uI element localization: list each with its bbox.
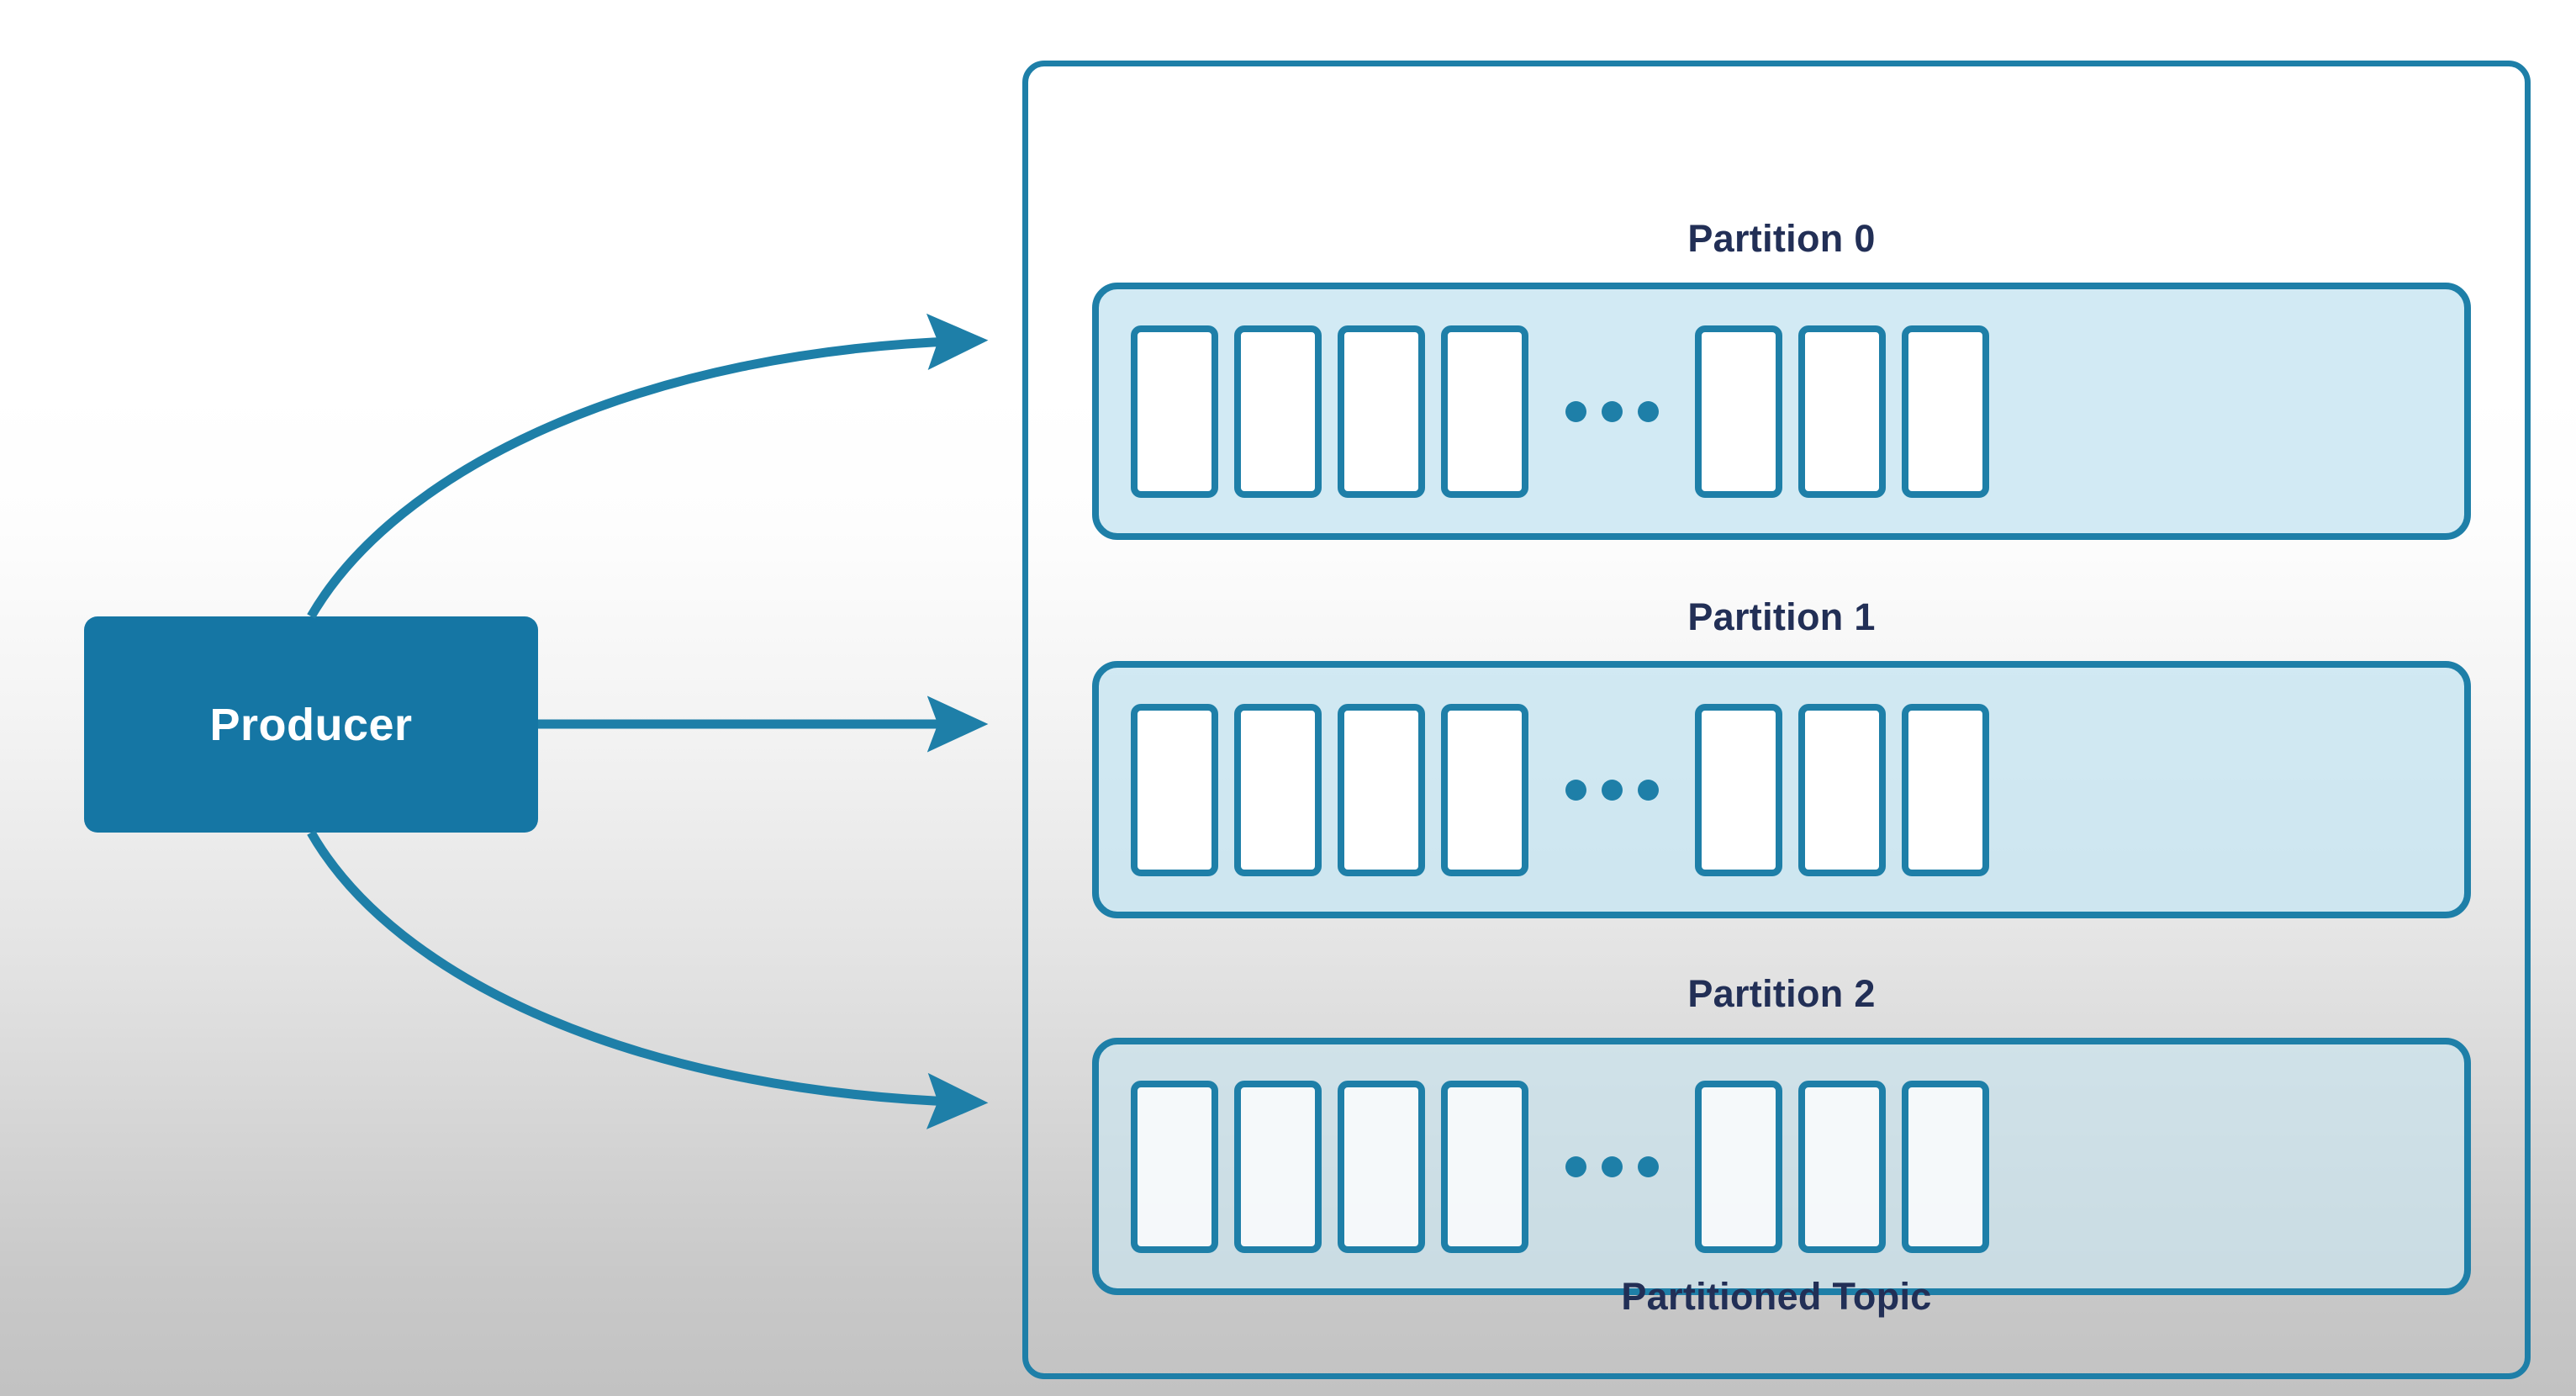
ellipsis-dot [1601, 400, 1623, 422]
partition-group-0: Partition 0 [1092, 219, 2471, 540]
producer-node[interactable]: Producer [84, 616, 538, 833]
ellipsis-dot [1637, 1155, 1659, 1177]
ellipsis-icon [1540, 1155, 1683, 1177]
partition-2-bar[interactable] [1092, 1038, 2471, 1295]
ellipsis-dot [1601, 779, 1623, 801]
message-cell[interactable] [1902, 1080, 1989, 1253]
message-cell[interactable] [1131, 325, 1218, 498]
message-cell[interactable] [1441, 703, 1528, 876]
message-cell[interactable] [1902, 703, 1989, 876]
message-cell[interactable] [1441, 1080, 1528, 1253]
producer-label: Producer [209, 699, 413, 750]
message-cell[interactable] [1234, 703, 1322, 876]
message-cell[interactable] [1695, 325, 1782, 498]
message-cell[interactable] [1695, 703, 1782, 876]
ellipsis-dot [1565, 779, 1586, 801]
partition-0-title: Partition 0 [1687, 217, 1876, 260]
arrow-producer-to-partition-2 [307, 830, 989, 1129]
ellipsis-icon [1540, 779, 1683, 801]
partition-group-1: Partition 1 [1092, 598, 2471, 918]
ellipsis-dot [1565, 400, 1586, 422]
partition-0-bar[interactable] [1092, 283, 2471, 540]
message-cell[interactable] [1234, 325, 1322, 498]
message-cell[interactable] [1234, 1080, 1322, 1253]
message-cell[interactable] [1441, 325, 1528, 498]
ellipsis-dot [1601, 1155, 1623, 1177]
ellipsis-icon [1540, 400, 1683, 422]
message-cell[interactable] [1798, 703, 1886, 876]
ellipsis-dot [1637, 400, 1659, 422]
ellipsis-dot [1637, 779, 1659, 801]
message-cell[interactable] [1338, 703, 1425, 876]
partitioned-topic-container[interactable]: Partition 0 Partition 1 [1022, 61, 2531, 1379]
arrow-producer-to-partition-0 [307, 313, 989, 619]
message-cell[interactable] [1338, 325, 1425, 498]
partition-1-title: Partition 1 [1687, 595, 1876, 638]
partition-2-title: Partition 2 [1687, 972, 1876, 1015]
partition-1-bar[interactable] [1092, 661, 2471, 918]
message-cell[interactable] [1695, 1080, 1782, 1253]
message-cell[interactable] [1798, 1080, 1886, 1253]
message-cell[interactable] [1902, 325, 1989, 498]
partitioned-topic-label: Partitioned Topic [1621, 1275, 1932, 1318]
partition-group-2: Partition 2 [1092, 975, 2471, 1295]
message-cell[interactable] [1131, 1080, 1218, 1253]
message-cell[interactable] [1131, 703, 1218, 876]
message-cell[interactable] [1798, 325, 1886, 498]
message-cell[interactable] [1338, 1080, 1425, 1253]
ellipsis-dot [1565, 1155, 1586, 1177]
